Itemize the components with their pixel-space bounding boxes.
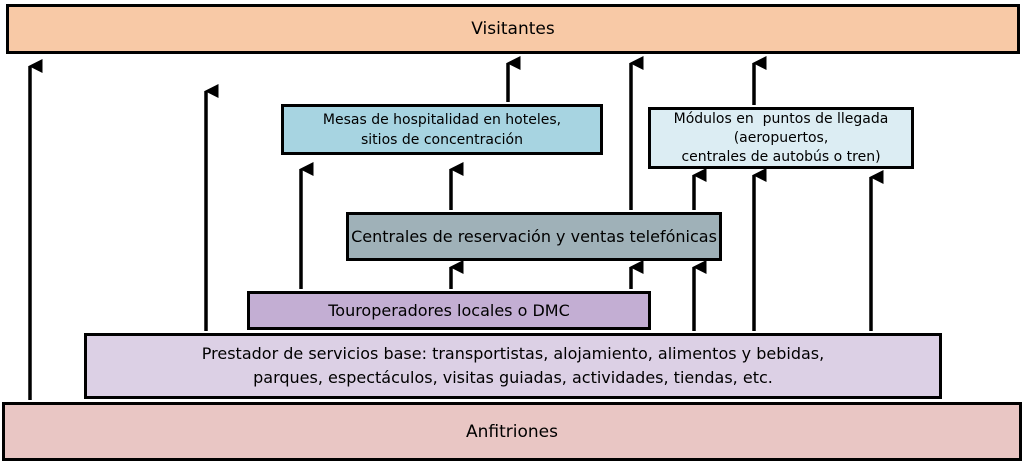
centrales-reservacion-box: Centrales de reservación y ventas telefó… bbox=[346, 212, 722, 261]
mesas-line-1: Mesas de hospitalidad en hoteles, bbox=[322, 111, 562, 128]
anfitriones-label: Anfitriones bbox=[466, 421, 558, 442]
modulos-line-1: Módulos en puntos de llegada bbox=[673, 110, 889, 127]
visitantes-label: Visitantes bbox=[471, 19, 555, 39]
touroperadores-box: Touroperadores locales o DMC bbox=[247, 291, 651, 330]
prestador-line-1: Prestador de servicios base: transportis… bbox=[201, 344, 825, 363]
mesas-line-2: sitios de concentración bbox=[361, 131, 523, 148]
prestador-servicios-box: Prestador de servicios base: transportis… bbox=[84, 333, 942, 399]
modulos-llegada-box: Módulos en puntos de llegada (aeropuerto… bbox=[648, 107, 914, 169]
anfitriones-box: Anfitriones bbox=[2, 402, 1022, 461]
visitantes-box: Visitantes bbox=[6, 4, 1020, 54]
mesas-hospitalidad-box: Mesas de hospitalidad en hoteles, sitios… bbox=[281, 104, 603, 155]
centrales-label: Centrales de reservación y ventas telefó… bbox=[351, 227, 717, 246]
modulos-line-2: (aeropuertos, bbox=[733, 129, 829, 146]
modulos-line-3: centrales de autobús o tren) bbox=[681, 148, 881, 165]
prestador-line-2: parques, espectáculos, visitas guiadas, … bbox=[253, 368, 773, 387]
touroperadores-label: Touroperadores locales o DMC bbox=[328, 301, 570, 320]
